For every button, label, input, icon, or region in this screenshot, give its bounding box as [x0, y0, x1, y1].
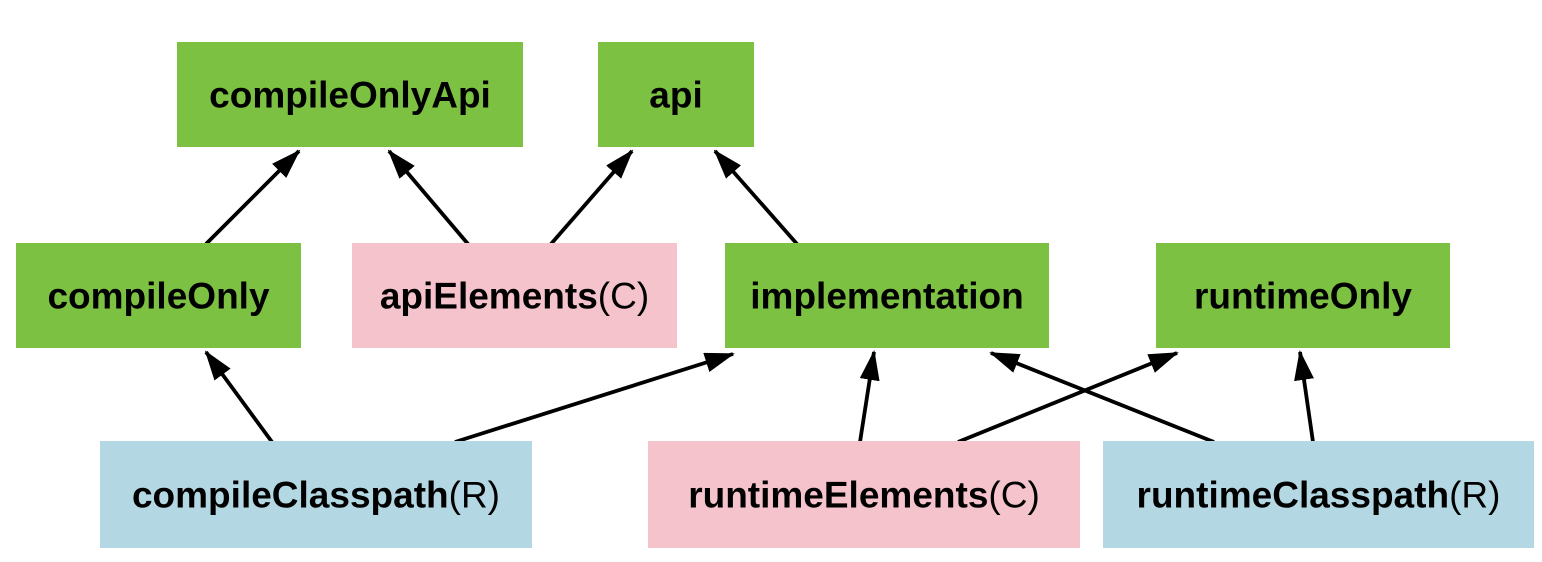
node-runtimeElements: runtimeElements(C): [648, 441, 1080, 548]
node-box-compileClasspath: [100, 441, 532, 548]
node-box-runtimeClasspath: [1103, 441, 1534, 548]
node-label-compileOnly: compileOnly: [47, 276, 269, 317]
edge-runtimeClasspath-to-runtimeOnly: [1294, 350, 1315, 443]
edge-runtimeClasspath-to-implementation: [989, 351, 1215, 444]
node-implementation: implementation: [725, 243, 1049, 348]
edge-runtimeElements-to-runtimeOnly: [957, 351, 1179, 444]
edge-runtimeElements-to-implementation: [858, 350, 880, 443]
edge-implementation-to-api: [713, 149, 799, 246]
node-box-compileOnlyApi: [177, 42, 523, 147]
node-apiElements: apiElements(C): [352, 243, 677, 348]
nodes-layer: compileOnlyApi api compileOnly apiElements(…: [16, 42, 1534, 548]
edge-apiElements-to-compileOnlyApi: [387, 149, 470, 246]
node-label-runtimeOnly: runtimeOnly: [1194, 276, 1412, 317]
node-label-apiElements: apiElements(C): [380, 276, 649, 317]
node-box-runtimeElements: [648, 441, 1080, 548]
node-label-compileClasspath: compileClasspath(R): [132, 475, 500, 516]
node-box-implementation: [725, 243, 1049, 348]
node-label-implementation: implementation: [750, 276, 1023, 317]
node-label-runtimeElements: runtimeElements(C): [688, 475, 1040, 516]
node-label-api: api: [649, 75, 702, 116]
node-compileOnlyApi: compileOnlyApi: [177, 42, 523, 147]
node-label-runtimeClasspath: runtimeClasspath(R): [1137, 475, 1501, 516]
node-runtimeClasspath: runtimeClasspath(R): [1103, 441, 1534, 548]
node-runtimeOnly: runtimeOnly: [1156, 243, 1450, 348]
node-box-runtimeOnly: [1156, 243, 1450, 348]
node-box-api: [598, 42, 754, 147]
node-api: api: [598, 42, 754, 147]
node-compileOnly: compileOnly: [16, 243, 301, 348]
edge-compileClasspath-to-compileOnly: [204, 350, 274, 444]
edge-apiElements-to-api: [549, 149, 634, 246]
edge-compileClasspath-to-implementation: [454, 352, 735, 444]
node-label-compileOnlyApi: compileOnlyApi: [209, 75, 491, 116]
node-box-apiElements: [352, 243, 677, 348]
node-box-compileOnly: [16, 243, 301, 348]
node-compileClasspath: compileClasspath(R): [100, 441, 532, 548]
edge-compileOnly-to-compileOnlyApi: [204, 149, 301, 246]
edges-layer: [204, 149, 1315, 444]
